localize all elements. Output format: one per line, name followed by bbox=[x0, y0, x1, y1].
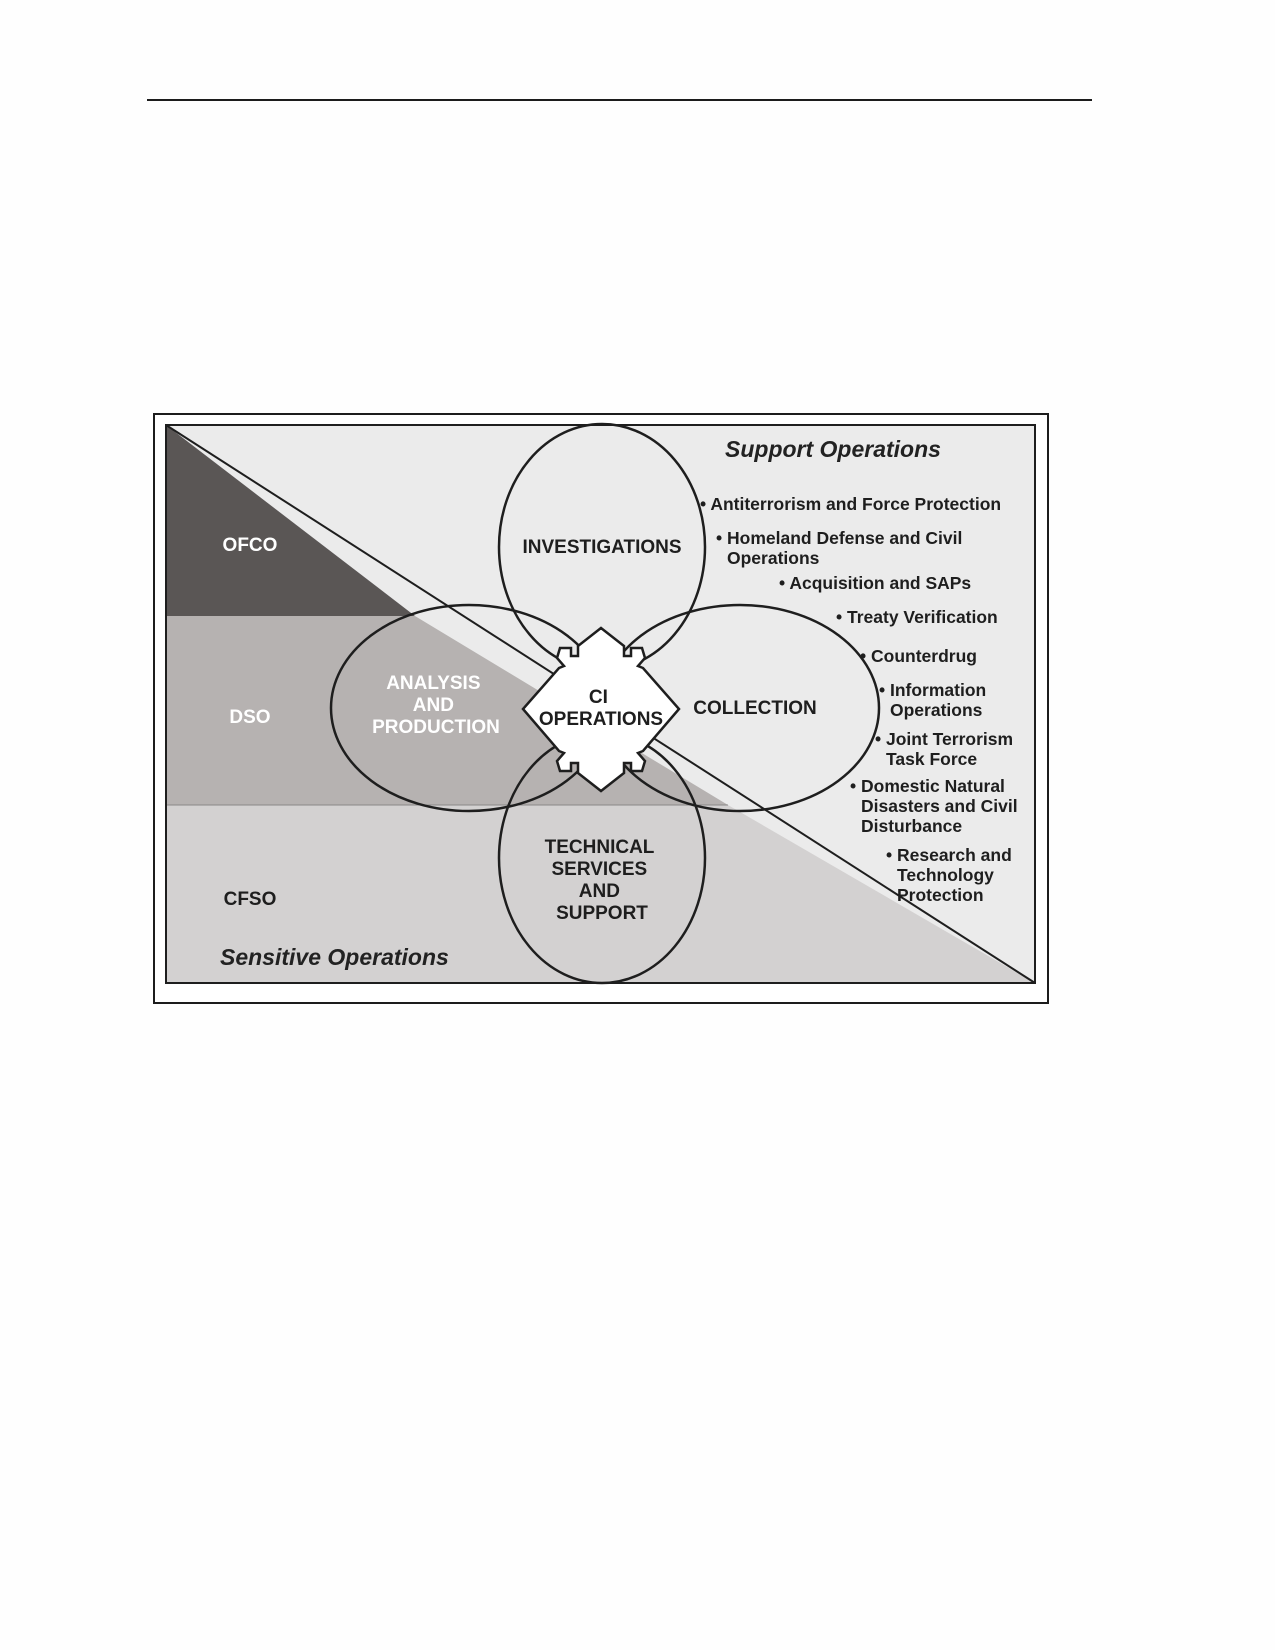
support-item: • Domestic Natural Disasters and Civil D… bbox=[850, 776, 1022, 836]
support-item-line: Technology bbox=[897, 865, 994, 885]
support-item-line: • Research and bbox=[886, 845, 1012, 865]
technical-line: SERVICES bbox=[551, 859, 647, 880]
support-operations-heading: Support Operations bbox=[725, 436, 941, 462]
support-item-line: • Acquisition and SAPs bbox=[779, 573, 971, 593]
support-item: • Counterdrug bbox=[860, 646, 977, 666]
technical-line: SUPPORT bbox=[556, 903, 648, 924]
support-item: • Treaty Verification bbox=[836, 607, 998, 627]
header-rule bbox=[147, 99, 1092, 101]
analysis-line: AND bbox=[413, 695, 454, 716]
support-item-line: • Homeland Defense and Civil bbox=[716, 528, 962, 548]
support-item-line: Operations bbox=[727, 548, 820, 568]
collection-line: COLLECTION bbox=[693, 698, 817, 719]
analysis-production-label: ANALYSIS AND PRODUCTION bbox=[372, 673, 500, 738]
support-item-line: • Domestic Natural bbox=[850, 776, 1005, 796]
support-item-line: • Joint Terrorism bbox=[875, 729, 1013, 749]
support-item: • Information Operations bbox=[879, 680, 991, 720]
ci-line: OPERATIONS bbox=[539, 709, 663, 730]
support-item-line: Operations bbox=[890, 700, 983, 720]
technical-line: AND bbox=[579, 881, 620, 902]
technical-services-label: TECHNICAL SERVICES AND SUPPORT bbox=[545, 837, 660, 924]
support-item: • Homeland Defense and Civil Operations bbox=[716, 528, 967, 568]
support-item: • Antiterrorism and Force Protection bbox=[700, 494, 1001, 514]
level-labels: OFCO DSO CFSO bbox=[223, 535, 278, 910]
support-item: • Acquisition and SAPs bbox=[779, 573, 971, 593]
investigations-label: INVESTIGATIONS bbox=[522, 537, 681, 558]
level-label-ofco: OFCO bbox=[223, 535, 278, 556]
collection-label: COLLECTION bbox=[693, 698, 817, 719]
support-item-line: Task Force bbox=[886, 749, 977, 769]
sensitive-operations-heading: Sensitive Operations bbox=[220, 944, 449, 970]
ci-operations-arrow bbox=[521, 626, 681, 793]
support-item-line: • Antiterrorism and Force Protection bbox=[700, 494, 1001, 514]
support-item-line: Disasters and Civil bbox=[861, 796, 1018, 816]
technical-line: TECHNICAL bbox=[545, 837, 655, 858]
support-item: • Joint Terrorism Task Force bbox=[875, 729, 1018, 769]
support-item-line: • Treaty Verification bbox=[836, 607, 998, 627]
investigations-line: INVESTIGATIONS bbox=[522, 537, 681, 558]
cfso-zone bbox=[166, 805, 1035, 983]
ci-operations-diagram: OFCO DSO CFSO Support Operations Sensiti… bbox=[165, 422, 1036, 985]
support-item-line: Protection bbox=[897, 885, 984, 905]
ci-operations-label: CI OPERATIONS bbox=[539, 687, 663, 730]
support-item-line: Disturbance bbox=[861, 816, 962, 836]
support-operations-list: • Antiterrorism and Force Protection • H… bbox=[700, 494, 1022, 905]
support-item-line: • Information bbox=[879, 680, 986, 700]
support-item-line: • Counterdrug bbox=[860, 646, 977, 666]
analysis-line: PRODUCTION bbox=[372, 717, 500, 738]
ofco-zone bbox=[166, 425, 415, 616]
analysis-line: ANALYSIS bbox=[386, 673, 480, 694]
level-label-dso: DSO bbox=[229, 707, 270, 728]
support-item: • Research and Technology Protection bbox=[886, 845, 1017, 905]
ci-line: CI bbox=[589, 687, 608, 708]
level-label-cfso: CFSO bbox=[224, 889, 277, 910]
